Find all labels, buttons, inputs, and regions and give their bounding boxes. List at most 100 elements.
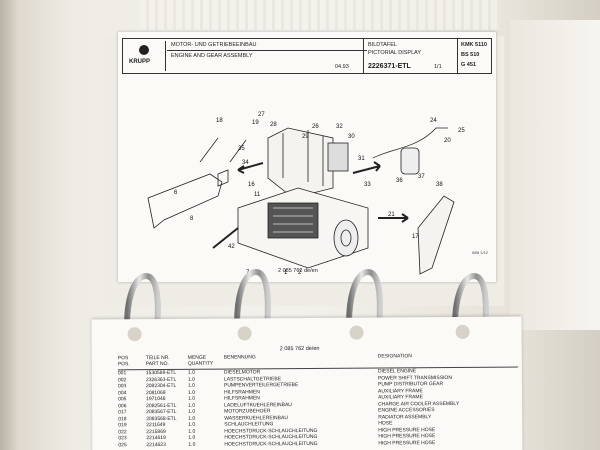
pictorial-en: PICTORIAL DISPLAY [368, 50, 422, 56]
cell-de: LASTSCHALTGETRIEBE [223, 375, 282, 383]
cell-en: AUXILIARY FRAME [378, 394, 423, 401]
callout: 37 [418, 174, 425, 180]
image-tag: IMB 1/12 [472, 250, 489, 255]
punch-hole [455, 324, 470, 339]
cell-en: HOSE [378, 420, 393, 427]
cell-de: HOECHSTDRUCK-SCHLAUCHLEITUNG [224, 440, 318, 448]
page-stack [510, 20, 600, 330]
divider [363, 39, 364, 73]
ring-3 [346, 268, 383, 343]
binder-edge [0, 0, 18, 450]
callout: 29 [302, 134, 309, 140]
callout: 20 [444, 138, 451, 144]
callout: 6 [174, 190, 178, 196]
callout: 38 [436, 182, 443, 188]
cell-pos: 005 [118, 396, 127, 403]
callout: 31 [358, 156, 365, 162]
callout: 36 [396, 178, 403, 184]
callout: 16 [248, 182, 255, 188]
cell-en: AUXILIARY FRAME [378, 387, 423, 395]
hose-2 [229, 139, 247, 163]
callout: 26 [312, 124, 319, 130]
cell-en: ENGINE ACCESSORIES [378, 407, 435, 414]
divider [457, 39, 458, 73]
punch-hole [237, 326, 252, 341]
parts-table: POS POS. TEILE NR. PART NO. MENGE QUANTI… [117, 352, 519, 449]
drawing-sheet: KRUPP MOTOR- UND GETRIEBEEINBAU ENGINE A… [118, 32, 496, 282]
cell-de: WASSERKUEHLEREINBAU [224, 414, 288, 422]
left-frame-rail [147, 173, 223, 229]
cell-pos: 023 [118, 435, 127, 442]
cell-en: PUMP DISTRIBUTOR GEAR [377, 381, 444, 388]
page-number: 1/1 [434, 64, 442, 70]
cell-pos: 002 [117, 376, 127, 383]
ring-4 [452, 272, 489, 343]
hub [340, 229, 352, 247]
cell-qty: 1.0 [188, 395, 196, 402]
cell-part: 2214619 [146, 434, 166, 442]
callout: 24 [430, 118, 437, 124]
brand-name: KRUPP [129, 59, 151, 65]
cell-part: 2083568-ETL [146, 415, 177, 422]
wheel [333, 219, 359, 257]
cell-qty: 1.0 [188, 441, 196, 448]
arrow [237, 162, 264, 174]
cell-en: DIESEL ENGINE [377, 368, 417, 375]
callout: 33 [364, 182, 371, 188]
callout: 35 [238, 146, 245, 152]
krupp-rings-icon [139, 45, 149, 55]
arrow [378, 213, 409, 223]
cell-part: 2081069 [146, 389, 166, 396]
callout: 34 [242, 160, 249, 166]
hose-1 [199, 137, 219, 163]
cell-qty: 1.0 [188, 389, 196, 396]
punch-hole [127, 327, 142, 342]
model-3: G 451 [461, 62, 476, 68]
cell-pos: 019 [118, 422, 127, 429]
cell-pos: 018 [118, 415, 127, 422]
frame-lines [282, 130, 324, 186]
punch-hole [349, 325, 364, 340]
cell-de: HILFSRAHMEN [224, 388, 260, 396]
col-pos-en: POS. [117, 361, 130, 368]
callout: 21 [388, 212, 395, 218]
cell-de: SCHLAUCHLEITUNG [224, 421, 274, 428]
cell-part: 2214623 [146, 441, 166, 448]
title-block: KRUPP MOTOR- UND GETRIEBEEINBAU ENGINE A… [122, 38, 492, 74]
cell-pos: 006 [118, 402, 127, 409]
callout: 32 [336, 124, 343, 130]
divider [167, 50, 367, 51]
arrow [352, 161, 381, 174]
cell-pos: 003 [117, 383, 127, 390]
callout: 18 [216, 118, 223, 124]
callout: 17 [412, 234, 419, 240]
col-qty-en: QUANTITY [187, 360, 214, 367]
cell-part: 2215869 [146, 428, 166, 435]
cell-pos: 004 [118, 389, 127, 396]
document-number: 2226371-ETL [368, 63, 411, 70]
callout: 8 [190, 216, 194, 222]
top-page-edge [140, 0, 500, 30]
model-2: BS 510 [461, 52, 480, 58]
cell-part: 2082561-ETL [146, 402, 177, 409]
callout: 27 [258, 112, 265, 118]
mount-bracket [217, 169, 229, 187]
cell-qty: 1.0 [188, 408, 196, 415]
cell-pos: 025 [118, 441, 127, 448]
cell-qty: 1.0 [188, 421, 196, 428]
cell-pos: 017 [118, 409, 127, 416]
image-reference: 2 085 762 de/en [278, 268, 318, 274]
title-de: MOTOR- UND GETRIEBEEINBAU [171, 42, 257, 48]
ring-2 [234, 268, 271, 343]
cell-en: HIGH PRESSURE HOSE [378, 426, 436, 434]
col-desc-de: BENENNUNG [223, 354, 256, 361]
callout: 25 [458, 128, 465, 134]
col-desc-en: DESIGNATION [377, 353, 412, 360]
model-1: KMK 5110 [461, 42, 487, 48]
cell-qty: 1.0 [187, 369, 195, 376]
radiator [327, 142, 349, 172]
col-part-en: PART NO. [145, 360, 169, 368]
cell-qty: 1.0 [188, 428, 196, 435]
cell-part: 2326363-ETL [145, 376, 177, 383]
